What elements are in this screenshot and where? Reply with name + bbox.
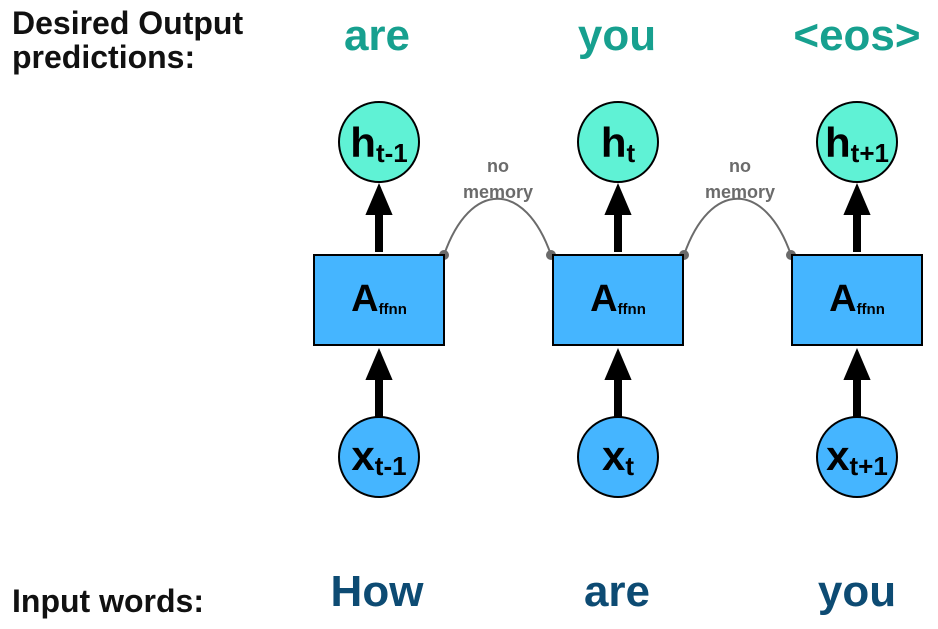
- no-memory-note-1-line2: memory: [463, 182, 533, 202]
- prediction-word-1: are: [343, 11, 411, 60]
- memory-connector-1: [443, 197, 552, 256]
- hidden-state-node-3: ht+1: [816, 101, 898, 183]
- svg-text:ht+1: ht+1: [825, 119, 889, 168]
- ffnn-block-2: Affnn: [552, 254, 684, 346]
- svg-text:ht: ht: [601, 119, 636, 168]
- predictions-label-line2: predictions:: [12, 39, 196, 75]
- svg-text:ht-1: ht-1: [350, 119, 407, 168]
- input-node-3: xt+1: [816, 416, 898, 498]
- ffnn-block-3: Affnn: [791, 254, 923, 346]
- svg-text:xt+1: xt+1: [826, 432, 888, 481]
- svg-text:Affnn: Affnn: [351, 278, 407, 320]
- input-word-3: you: [817, 567, 897, 616]
- predictions-label: Desired Output predictions:: [12, 6, 243, 74]
- svg-text:xt: xt: [602, 432, 634, 481]
- predictions-label-line1: Desired Output: [12, 5, 244, 41]
- input-node-1: xt-1: [338, 416, 420, 498]
- svg-text:xt-1: xt-1: [351, 432, 406, 481]
- no-memory-note-1-line1: no: [487, 156, 509, 176]
- hidden-state-node-2: ht: [577, 101, 659, 183]
- input-node-2: xt: [577, 416, 659, 498]
- no-memory-note-2-line2: memory: [705, 182, 775, 202]
- prediction-word-2: you: [577, 11, 657, 60]
- no-memory-note-2-line1: no: [729, 156, 751, 176]
- input-word-1: How: [330, 567, 424, 616]
- ffnn-block-1: Affnn: [313, 254, 445, 346]
- hidden-state-node-1: ht-1: [338, 101, 420, 183]
- svg-text:Affnn: Affnn: [829, 278, 885, 320]
- memory-connector-2: [683, 197, 792, 256]
- input-word-2: are: [583, 567, 651, 616]
- svg-text:Affnn: Affnn: [590, 278, 646, 320]
- inputs-label: Input words:: [12, 583, 204, 619]
- prediction-word-3: <eos>: [793, 11, 921, 60]
